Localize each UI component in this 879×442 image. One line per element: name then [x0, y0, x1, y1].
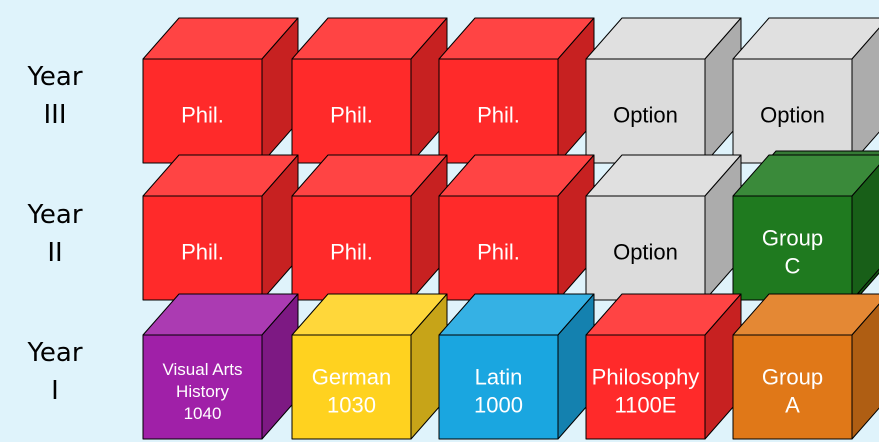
- course-cube: Phil.: [143, 155, 298, 300]
- course-cube: Phil.: [292, 155, 447, 300]
- cube-label: Visual Arts: [162, 360, 242, 379]
- course-cube: Phil.: [439, 155, 594, 300]
- cube-label: Phil.: [181, 103, 224, 128]
- cube-label: Option: [613, 240, 678, 265]
- cube-label: German: [312, 365, 391, 390]
- cube-label: Option: [613, 103, 678, 128]
- course-cube: Philosophy 1100E: [586, 294, 741, 439]
- cube-label: Latin: [475, 365, 523, 390]
- cube-label: Group: [762, 365, 823, 390]
- course-cube: Option: [586, 18, 741, 163]
- course-cube: Phil.: [439, 18, 594, 163]
- course-cube: Option: [733, 18, 879, 163]
- cube-label: History: [176, 382, 229, 401]
- cube-label: 1040: [184, 404, 222, 423]
- cube-label: 1000: [474, 393, 523, 418]
- cube-label: 1100E: [615, 393, 677, 418]
- cube-label: Option: [760, 103, 825, 128]
- cube-label: Phil.: [477, 240, 520, 265]
- course-cube: German 1030: [292, 294, 447, 439]
- course-cube: Option: [586, 155, 741, 300]
- course-cube: Phil.: [292, 18, 447, 163]
- cube-label: 1030: [327, 393, 376, 418]
- cube-label: Phil.: [181, 240, 224, 265]
- cube-label: Group: [762, 226, 823, 251]
- course-cube: Latin 1000: [439, 294, 594, 439]
- cube-label: C: [785, 254, 801, 279]
- course-cube: Phil.: [143, 18, 298, 163]
- cube-label: A: [785, 393, 800, 418]
- cube-label: Phil.: [330, 240, 373, 265]
- cube-label: Philosophy: [592, 365, 700, 390]
- cube-label: Phil.: [330, 103, 373, 128]
- cube-label: Phil.: [477, 103, 520, 128]
